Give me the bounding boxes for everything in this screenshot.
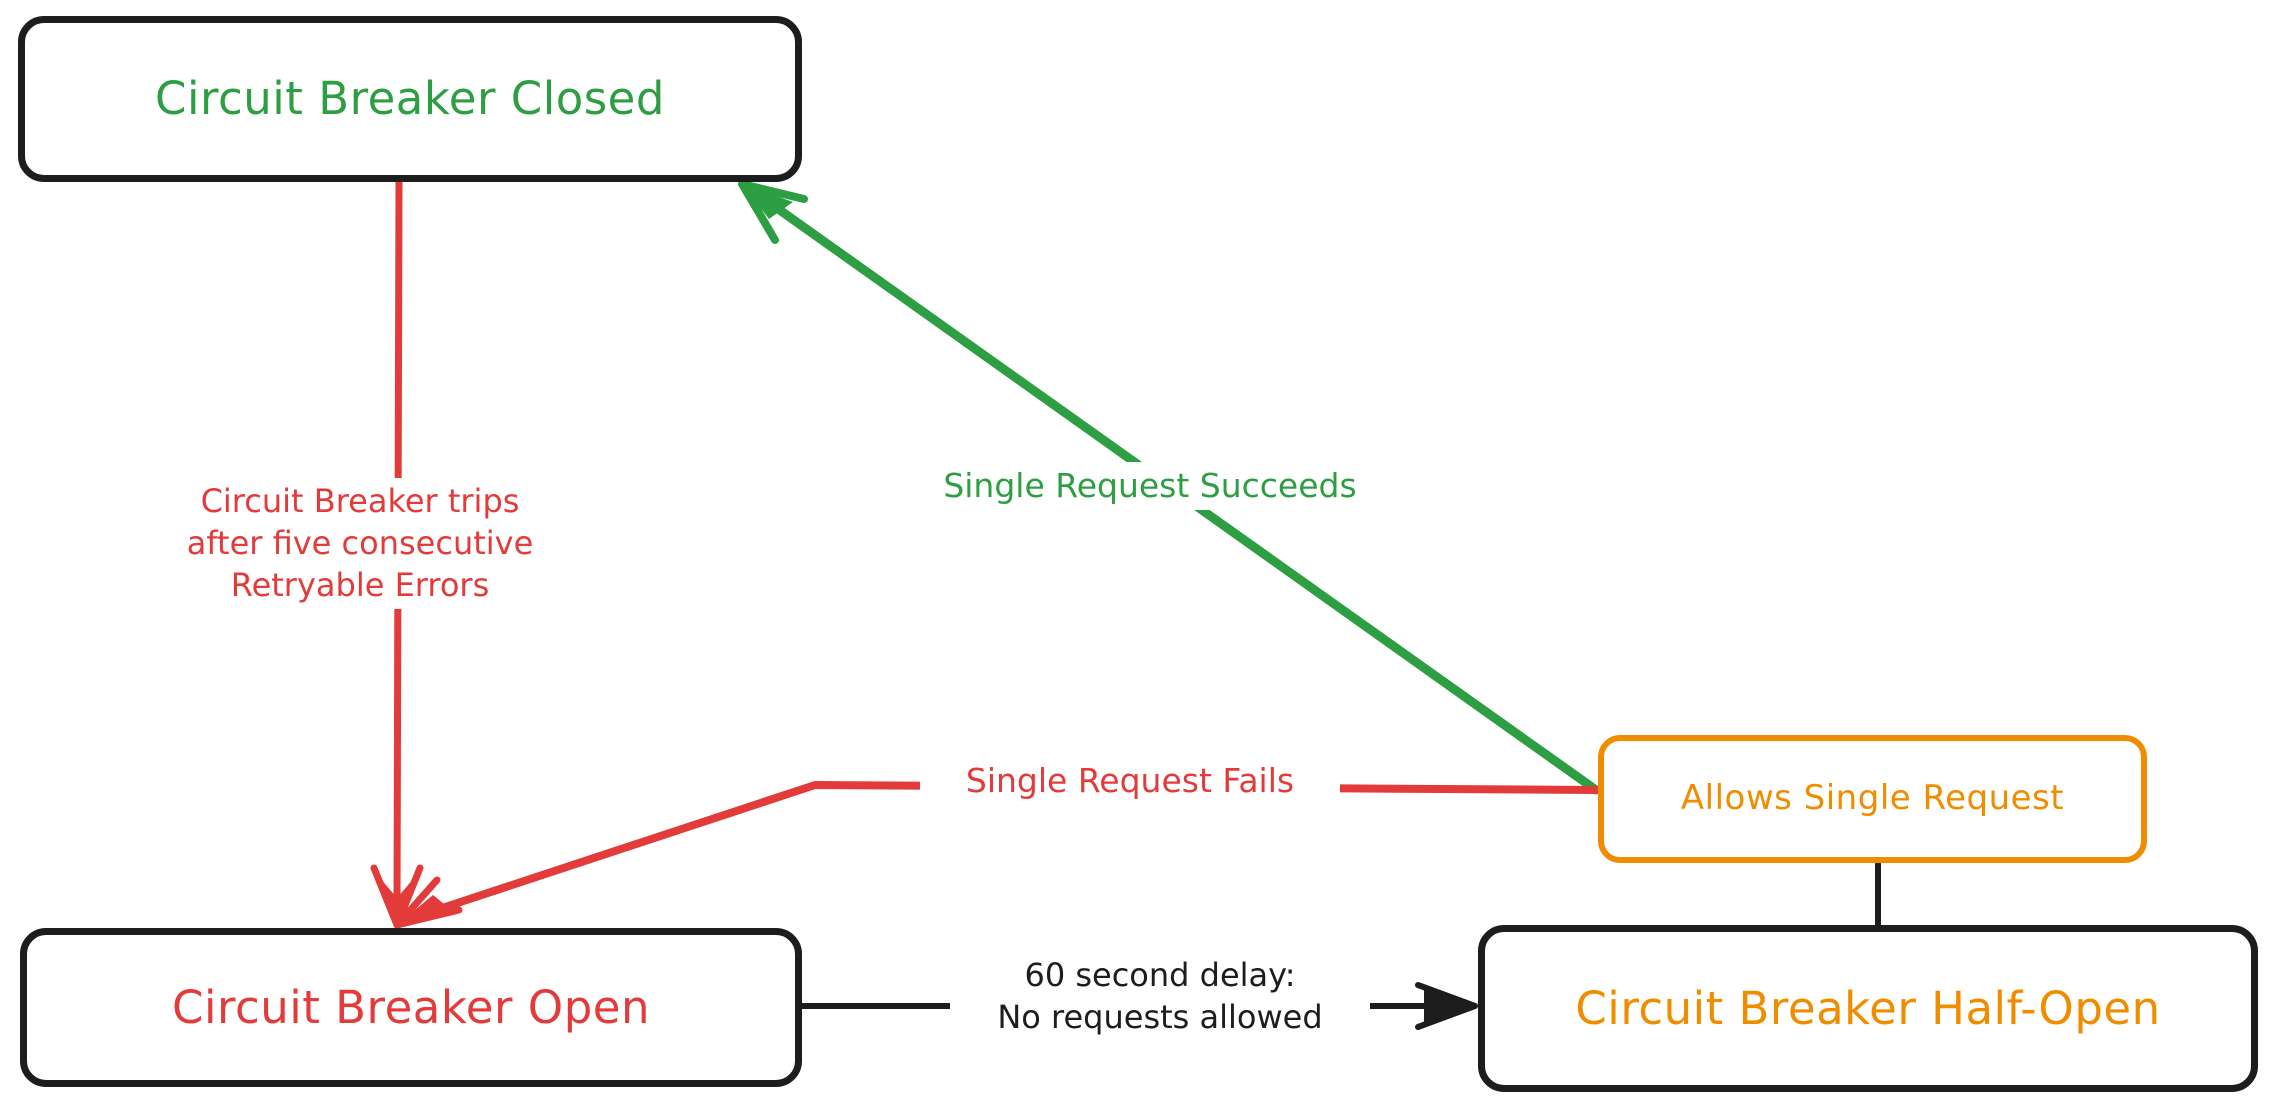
state-node-allows-single-request[interactable]: Allows Single Request	[1598, 735, 2147, 863]
state-node-label: Circuit Breaker Half-Open	[1575, 981, 2161, 1035]
edge-allows-to-open	[393, 781, 1600, 929]
state-node-label: Circuit Breaker Open	[172, 980, 650, 1034]
state-node-circuit-breaker-open[interactable]: Circuit Breaker Open	[20, 928, 802, 1087]
state-node-label: Circuit Breaker Closed	[155, 72, 665, 126]
edge-label-single-request-fails: Single Request Fails	[920, 757, 1340, 805]
state-node-circuit-breaker-half-open[interactable]: Circuit Breaker Half-Open	[1478, 925, 2258, 1092]
edge-label-60-second-delay: 60 second delay: No requests allowed	[950, 952, 1370, 1041]
edge-label-single-request-succeeds: Single Request Succeeds	[900, 462, 1400, 510]
state-node-label: Allows Single Request	[1680, 778, 2065, 819]
edge-open-to-half-open	[799, 982, 1478, 1030]
state-node-circuit-breaker-closed[interactable]: Circuit Breaker Closed	[18, 16, 802, 182]
edge-label-circuit-breaker-trips: Circuit Breaker trips after five consecu…	[150, 478, 570, 609]
